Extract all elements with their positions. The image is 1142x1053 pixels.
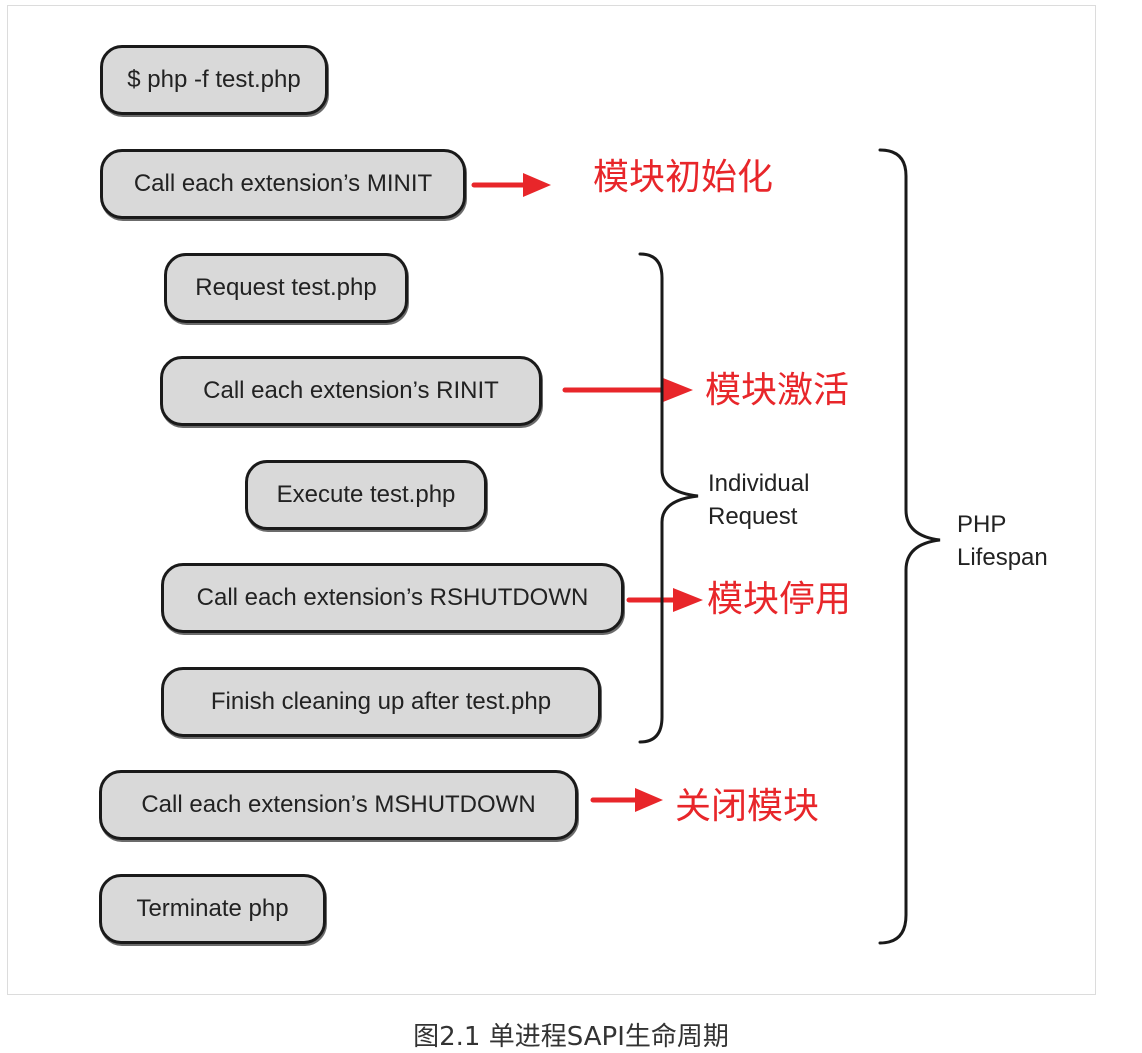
label-php-lifespan-line2: Lifespan — [957, 544, 1048, 571]
label-php-lifespan-line1: PHP — [957, 511, 1007, 538]
step-cleanup: Finish cleaning up after test.php — [161, 667, 601, 737]
php-lifespan-brace — [878, 148, 941, 945]
step-mshutdown: Call each extension’s MSHUTDOWN — [99, 770, 578, 840]
annotation-module-deactivate: 模块停用 — [707, 579, 852, 620]
label-individual-request-line2: Request — [708, 503, 798, 530]
label-php-lifespan: PHP Lifespan — [957, 508, 1048, 574]
individual-request-brace — [638, 252, 699, 744]
annotation-module-init: 模块初始化 — [593, 157, 774, 198]
step-rinit: Call each extension’s RINIT — [160, 356, 542, 426]
step-execute: Execute test.php — [245, 460, 487, 530]
arrow-mshutdown — [590, 788, 663, 812]
step-terminate: Terminate php — [99, 874, 326, 944]
step-minit: Call each extension’s MINIT — [100, 149, 466, 219]
step-rshutdown: Call each extension’s RSHUTDOWN — [161, 563, 624, 633]
label-individual-request: Individual Request — [708, 467, 809, 533]
annotation-module-shutdown: 关闭模块 — [675, 786, 820, 827]
arrow-rshutdown — [626, 588, 703, 612]
step-request: Request test.php — [164, 253, 408, 323]
annotation-module-activate: 模块激活 — [705, 370, 850, 411]
figure-caption: 图2.1 单进程SAPI生命周期 — [413, 1022, 729, 1052]
step-run-php: $ php -f test.php — [100, 45, 328, 115]
arrow-minit — [471, 173, 551, 197]
label-individual-request-line1: Individual — [708, 470, 810, 497]
arrow-rinit — [562, 378, 693, 402]
